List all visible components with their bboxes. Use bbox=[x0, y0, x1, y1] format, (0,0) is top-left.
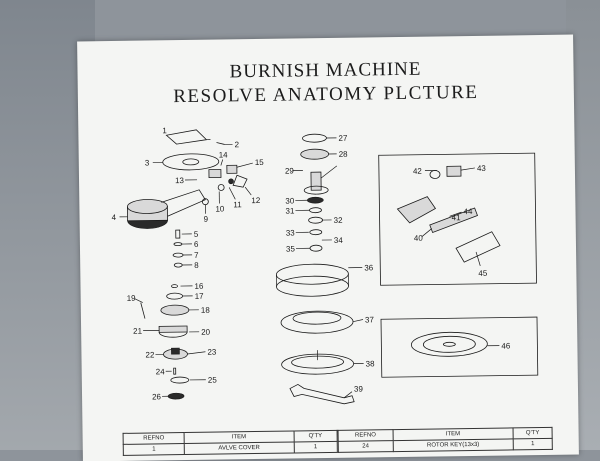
callout-22: 22 bbox=[145, 350, 155, 359]
part-39-wrench bbox=[290, 384, 354, 405]
callout-17: 17 bbox=[195, 292, 205, 301]
part-5-to-8-stack bbox=[173, 230, 193, 267]
callout-12: 12 bbox=[251, 196, 261, 205]
callout-15: 15 bbox=[255, 158, 265, 167]
exploded-parts-diagram: 1 2 3 4 5 6 7 8 9 10 11 12 13 14 15 16 1… bbox=[77, 35, 578, 434]
callout-30: 30 bbox=[285, 196, 295, 205]
callout-46: 46 bbox=[501, 341, 511, 350]
callout-31: 31 bbox=[285, 206, 295, 215]
column-header-qty: Q'TY bbox=[513, 427, 552, 439]
callout-27: 27 bbox=[338, 134, 348, 143]
callout-40: 40 bbox=[414, 234, 424, 243]
callout-3: 3 bbox=[145, 158, 150, 167]
part-40-to-45-inset bbox=[397, 166, 500, 267]
callout-29: 29 bbox=[285, 166, 295, 175]
callout-11: 11 bbox=[233, 200, 242, 209]
callout-41: 41 bbox=[452, 213, 462, 222]
part-4-motor-housing bbox=[119, 190, 206, 229]
callout-7: 7 bbox=[194, 251, 199, 260]
part-36-backing-pad bbox=[276, 264, 362, 297]
callout-24: 24 bbox=[156, 367, 166, 376]
part-2-pin bbox=[217, 142, 233, 144]
cell-qty: 1 bbox=[294, 441, 338, 453]
table-row: 24 ROTOR KEY(13x3) 1 bbox=[338, 438, 552, 452]
cell-qty: 1 bbox=[513, 438, 552, 450]
part-37-disc bbox=[281, 311, 363, 334]
callout-39: 39 bbox=[354, 385, 364, 394]
parts-table-right: REFNO ITEM Q'TY 24 ROTOR KEY(13x3) 1 bbox=[338, 427, 553, 453]
part-46-disc-inset bbox=[411, 332, 499, 357]
cell-item: AVLVE COVER bbox=[184, 442, 293, 455]
column-header-refno: REFNO bbox=[123, 433, 184, 445]
callout-45: 45 bbox=[478, 269, 488, 278]
callout-44: 44 bbox=[463, 207, 473, 216]
callout-20: 20 bbox=[201, 328, 211, 337]
callout-34: 34 bbox=[334, 236, 344, 245]
inset-box-disc bbox=[381, 317, 538, 377]
callout-28: 28 bbox=[339, 150, 349, 159]
part-1-valve-cover bbox=[166, 130, 210, 145]
callout-35: 35 bbox=[286, 244, 296, 253]
callout-26: 26 bbox=[152, 392, 162, 401]
column-header-qty: Q'TY bbox=[294, 430, 338, 442]
callout-4: 4 bbox=[111, 213, 116, 222]
parts-table-left: REFNO ITEM Q'TY 1 AVLVE COVER 1 bbox=[123, 430, 338, 456]
column-header-refno: REFNO bbox=[338, 430, 393, 442]
callout-6: 6 bbox=[194, 240, 199, 249]
callout-14: 14 bbox=[219, 150, 229, 159]
callout-42: 42 bbox=[413, 167, 423, 176]
part-38-pad bbox=[281, 350, 363, 375]
callout-25: 25 bbox=[208, 376, 218, 385]
callout-2: 2 bbox=[234, 140, 239, 149]
callout-16: 16 bbox=[194, 282, 204, 291]
cell-refno: 24 bbox=[338, 441, 393, 453]
part-16-to-21-bearing-parts bbox=[135, 284, 200, 337]
callout-43: 43 bbox=[477, 164, 487, 173]
instruction-sheet: BURNISH MACHINE RESOLVE ANATOMY PLCTURE bbox=[77, 35, 579, 461]
callout-19: 19 bbox=[127, 294, 137, 303]
callout-36: 36 bbox=[364, 263, 374, 272]
part-3-cover-plate bbox=[153, 154, 219, 171]
callout-38: 38 bbox=[366, 359, 376, 368]
callout-18: 18 bbox=[201, 306, 211, 315]
cell-refno: 1 bbox=[123, 444, 184, 456]
part-27-to-35-spindle-stack bbox=[292, 134, 338, 252]
callout-37: 37 bbox=[365, 315, 375, 324]
callout-21: 21 bbox=[133, 327, 143, 336]
callout-23: 23 bbox=[207, 348, 217, 357]
callout-9: 9 bbox=[204, 215, 209, 224]
table-row: 1 AVLVE COVER 1 bbox=[123, 441, 337, 455]
callout-13: 13 bbox=[175, 176, 185, 185]
callout-1: 1 bbox=[162, 126, 167, 135]
callout-33: 33 bbox=[286, 228, 296, 237]
callout-5: 5 bbox=[194, 230, 199, 239]
callout-8: 8 bbox=[194, 261, 199, 270]
callout-10: 10 bbox=[215, 204, 225, 213]
callout-32: 32 bbox=[334, 216, 344, 225]
